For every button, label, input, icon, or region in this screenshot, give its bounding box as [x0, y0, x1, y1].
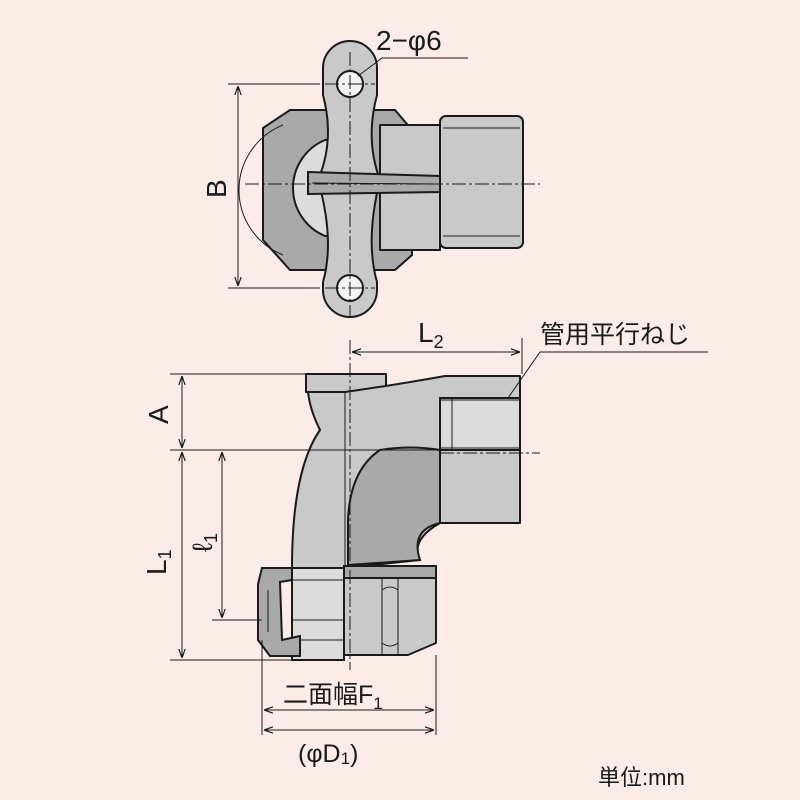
leader-holes — [357, 57, 468, 77]
side-view: A L1 ℓ1 L2 管用平行ねじ 二面幅F1 (φD1) — [141, 317, 708, 768]
leader-thread — [507, 351, 708, 399]
side-view-thread-end — [439, 397, 521, 451]
top-view-pipe-end — [439, 115, 524, 249]
side-view-connector — [291, 567, 345, 661]
label-dim-l1: L1 — [141, 549, 175, 575]
label-width-across-flats: 二面幅F1 — [283, 681, 383, 713]
label-unit: 単位:mm — [598, 765, 685, 790]
label-dim-ell1: ℓ1 — [187, 533, 221, 552]
label-dim-a: A — [143, 405, 174, 424]
label-thread: 管用平行ねじ — [540, 321, 690, 349]
label-holes: 2−φ6 — [376, 25, 442, 56]
label-dim-b: B — [201, 179, 232, 198]
top-view-rib — [307, 170, 441, 196]
side-view-hex-nut — [343, 577, 437, 656]
top-view: 2−φ6 B — [201, 25, 540, 318]
label-dim-d1: (φD1) — [298, 740, 358, 768]
label-dim-l2: L2 — [418, 317, 444, 352]
side-view-inner-bend — [347, 446, 441, 567]
side-view-ring — [343, 565, 437, 579]
